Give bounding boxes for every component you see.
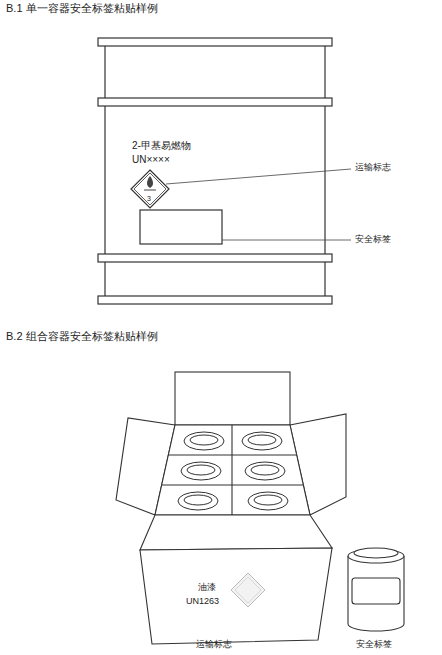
bottle-tops [178, 432, 288, 510]
front-flap [140, 515, 332, 550]
hazard-class: 3 [147, 195, 151, 203]
safety-label [140, 210, 222, 244]
section-heading: B.2 组合容器安全标签粘贴样例 [6, 330, 158, 343]
callout-label: 运输标志 [196, 639, 232, 649]
un-number: UN×××× [132, 154, 170, 166]
callout-label: 安全标签 [355, 234, 391, 244]
drum-body [105, 42, 325, 302]
drum-band [98, 98, 332, 106]
front-face [140, 548, 332, 644]
callout-label: 安全标签 [356, 639, 392, 649]
un-number: UN1263 [186, 596, 219, 606]
bottle [348, 548, 404, 631]
back-flap [175, 372, 290, 425]
carton [116, 372, 346, 644]
product-name: 2-甲基易燃物 [132, 140, 191, 152]
drum-band [98, 254, 332, 262]
drum-rim [98, 38, 332, 46]
callout-label: 运输标志 [355, 162, 391, 172]
product-name: 油漆 [198, 582, 216, 592]
hazard-diamond [131, 170, 169, 208]
bottle-safety-label [352, 578, 400, 604]
drum [98, 38, 332, 304]
faded-diamond [231, 573, 265, 607]
section-heading: B.1 单一容器安全标签粘贴样例 [6, 2, 158, 15]
drum-rim [98, 296, 332, 304]
opening [155, 425, 310, 515]
